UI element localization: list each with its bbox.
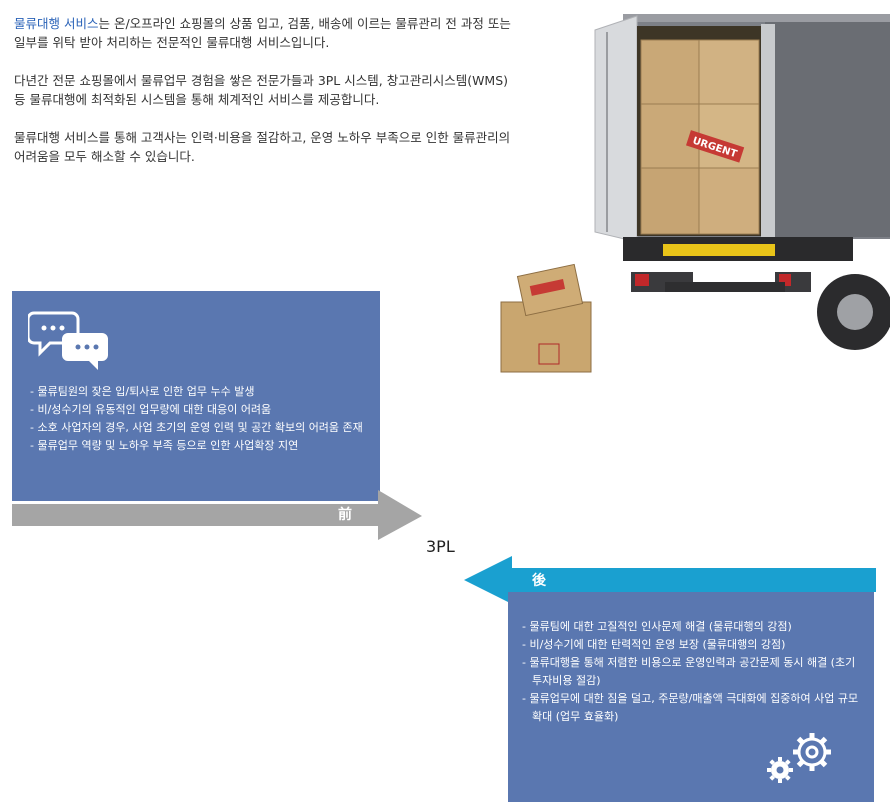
list-item: 물류팀원의 잦은 입/퇴사로 인한 업무 누수 발생 <box>30 383 375 401</box>
intro-paragraph-1: 물류대행 서비스는 온/오프라인 쇼핑몰의 상품 입고, 검품, 배송에 이르는… <box>14 14 514 52</box>
intro-text: 물류대행 서비스는 온/오프라인 쇼핑몰의 상품 입고, 검품, 배송에 이르는… <box>14 14 514 185</box>
intro-paragraph-2: 다년간 전문 쇼핑몰에서 물류업무 경험을 쌓은 전문가들과 3PL 시스템, … <box>14 73 509 107</box>
after-panel: 물류팀에 대한 고질적인 인사문제 해결 (물류대행의 강점) 비/성수기에 대… <box>508 592 874 802</box>
list-item: 물류팀에 대한 고질적인 인사문제 해결 (물류대행의 강점) <box>522 618 867 636</box>
after-benefit-list: 물류팀에 대한 고질적인 인사문제 해결 (물류대행의 강점) 비/성수기에 대… <box>522 618 867 726</box>
before-issue-list: 물류팀원의 잦은 입/퇴사로 인한 업무 누수 발생 비/성수기의 유동적인 업… <box>30 383 375 455</box>
list-item: 물류업무에 대한 짐을 덜고, 주문량/매출액 극대화에 집중하여 사업 규모 … <box>522 690 867 726</box>
intro-p1-rest: 는 온/오프라인 쇼핑몰의 상품 입고, 검품, 배송에 이르는 물류관리 전 … <box>14 16 511 50</box>
before-arrow <box>12 490 422 540</box>
list-item: 비/성수기의 유동적인 업무량에 대한 대응이 어려움 <box>30 401 375 419</box>
before-panel: 물류팀원의 잦은 입/퇴사로 인한 업무 누수 발생 비/성수기의 유동적인 업… <box>12 291 380 501</box>
list-item: 물류업무 역량 및 노하우 부족 등으로 인한 사업확장 지연 <box>30 437 375 455</box>
intro-highlight: 물류대행 서비스 <box>14 16 99 31</box>
gears-icon <box>767 733 831 783</box>
list-item: 소호 사업자의 경우, 사업 초기의 운영 인력 및 공간 확보의 어려움 존재 <box>30 419 375 437</box>
intro-paragraph-3: 물류대행 서비스를 통해 고객사는 인력·비용을 절감하고, 운영 노하우 부족… <box>14 130 511 164</box>
chat-bubbles-icon <box>28 311 108 370</box>
before-label: 前 <box>338 507 352 523</box>
truck-illustration: URGENT <box>500 14 890 373</box>
list-item: 물류대행을 통해 저렴한 비용으로 운영인력과 공간문제 동시 해결 (초기 투… <box>522 654 867 690</box>
after-label: 後 <box>532 573 546 589</box>
list-item: 비/성수기에 대한 탄력적인 운영 보장 (물류대행의 강점) <box>522 636 867 654</box>
3pl-label: 3PL <box>426 537 455 556</box>
